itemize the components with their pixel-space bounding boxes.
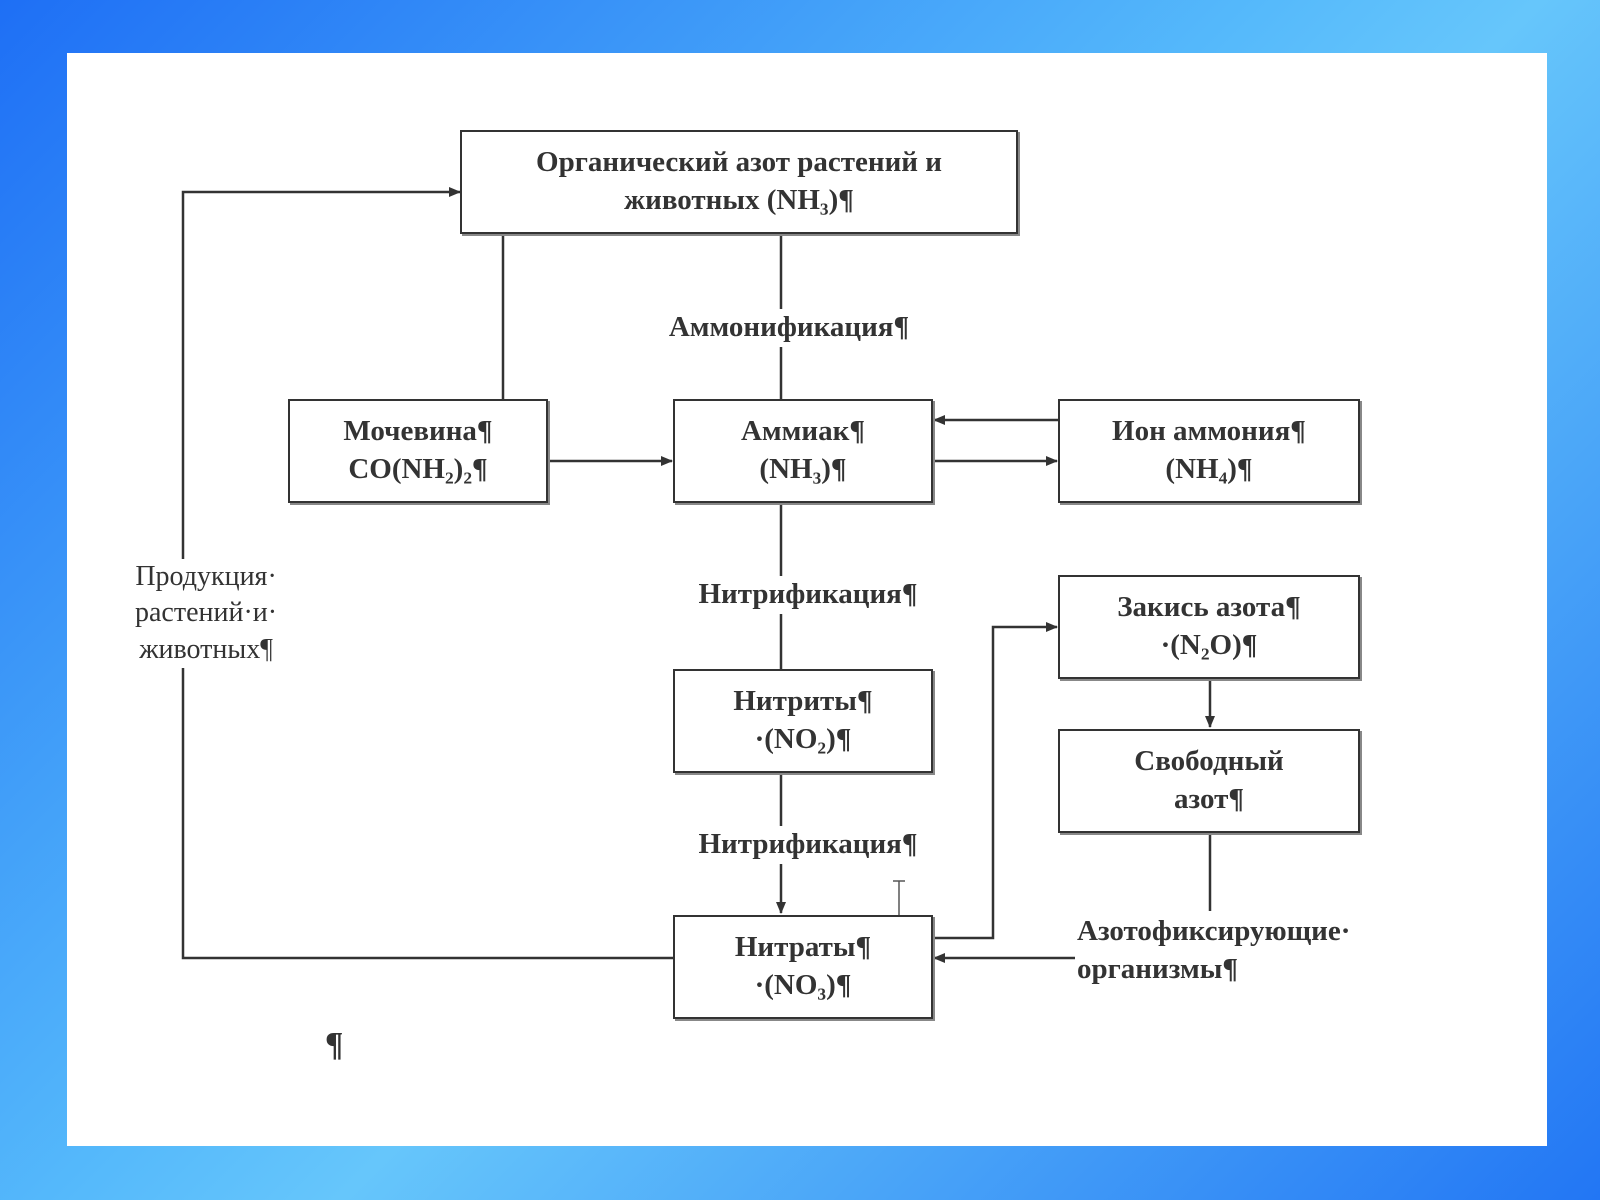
- box-nitrous-oxide: Закись азота¶ ·(N₂O)¶: [1058, 575, 1360, 679]
- organic-line-2: животных (NH₃)¶: [624, 184, 854, 216]
- production-line-2: растений·и·: [135, 597, 278, 629]
- nitrites-line-1: Нитриты¶: [733, 685, 873, 718]
- box-ammonium-ion: Ион аммония¶ (NH₄)¶: [1058, 399, 1360, 503]
- label-ammonification: Аммонификация¶: [668, 309, 910, 347]
- box-urea: Мочевина¶ CO(NH₂)₂¶: [288, 399, 548, 503]
- ammonium-line-1: Ион аммония¶: [1112, 415, 1306, 448]
- production-line-3: животных¶: [139, 633, 273, 665]
- nitrates-line-1: Нитраты¶: [734, 931, 872, 964]
- box-ammonia: Аммиак¶ (NH₃)¶: [673, 399, 933, 503]
- box-nitrates: Нитраты¶ ·(NO₃)¶: [673, 915, 933, 1019]
- ammonia-line-1: Аммиак¶: [740, 415, 866, 448]
- nitrites-line-2: ·(NO₂)¶: [754, 723, 852, 755]
- label-nitrification-2: Нитрификация¶: [698, 826, 918, 864]
- nitrates-line-2: ·(NO₃)¶: [754, 969, 852, 1001]
- fixing-line-1: Азотофиксирующие·: [1077, 915, 1351, 947]
- label-production: Продукция· растений·и· животных¶: [135, 559, 278, 669]
- organic-line-1: Органический азот растений и: [536, 146, 942, 179]
- ammonia-line-2: (NH₃)¶: [759, 453, 847, 485]
- free-nitrogen-line-2: азот¶: [1173, 783, 1244, 815]
- arrow-nitrates-nitrous-oxide: [933, 622, 1058, 940]
- diagram-sheet: Органический азот растений и животных (N…: [67, 53, 1547, 1146]
- box-organic-nitrogen: Органический азот растений и животных (N…: [460, 130, 1018, 234]
- box-free-nitrogen: Свободный азот¶: [1058, 729, 1360, 833]
- label-nitrogen-fixing-organisms: Азотофиксирующие· организмы¶: [1077, 913, 1350, 988]
- free-nitrogen-line-1: Свободный: [1134, 745, 1284, 778]
- pilcrow-mark: ¶: [325, 1026, 344, 1063]
- urea-line-1: Мочевина¶: [343, 415, 493, 448]
- fixing-line-2: организмы¶: [1077, 952, 1239, 985]
- urea-line-2: CO(NH₂)₂¶: [348, 453, 488, 485]
- box-nitrites: Нитриты¶ ·(NO₂)¶: [673, 669, 933, 773]
- label-nitrification-1: Нитрификация¶: [698, 576, 918, 614]
- nitrous-oxide-line-1: Закись азота¶: [1117, 591, 1301, 624]
- ammonium-line-2: (NH₄)¶: [1165, 453, 1253, 485]
- production-line-1: Продукция·: [135, 561, 277, 592]
- nitrous-oxide-line-2: ·(N₂O)¶: [1160, 629, 1258, 661]
